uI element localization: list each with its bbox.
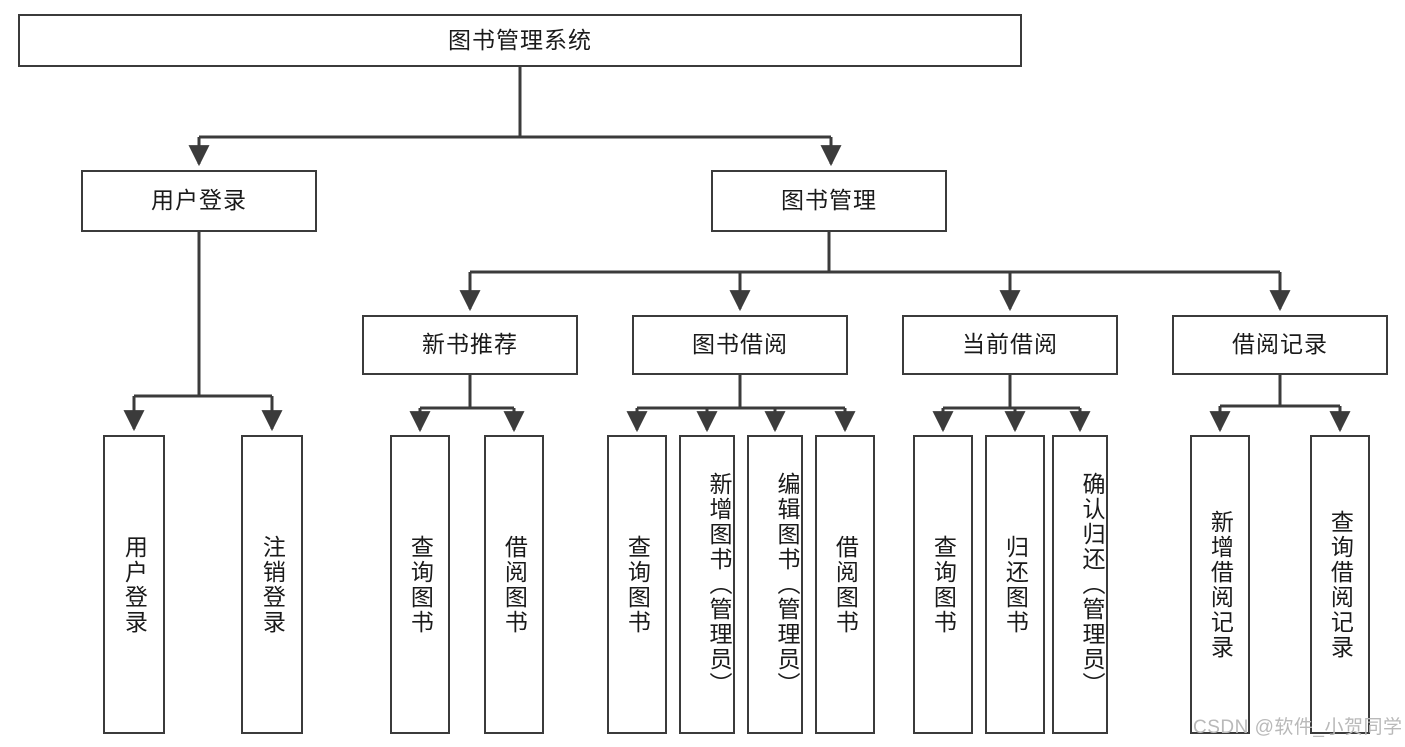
leaf-bb-edit-book-label: 编辑图书（管理员） [774, 472, 800, 697]
leaf-cb-confirm-return[interactable]: 确认归还（管理员） [1052, 435, 1108, 734]
leaf-br-add-record-label: 新增借阅记录 [1207, 509, 1234, 660]
node-current-borrow-label: 当前借阅 [962, 331, 1058, 358]
leaf-bb-query-book-label: 查询图书 [624, 534, 651, 635]
node-book-manage-label: 图书管理 [781, 187, 877, 214]
leaf-cb-return-book-label: 归还图书 [1002, 534, 1029, 635]
leaf-bb-add-book-label: 新增图书（管理员） [706, 472, 732, 697]
leaf-cb-query-book-label: 查询图书 [930, 534, 957, 635]
leaf-cb-query-book[interactable]: 查询图书 [913, 435, 973, 734]
node-root[interactable]: 图书管理系统 [18, 14, 1022, 67]
node-borrow-record[interactable]: 借阅记录 [1172, 315, 1388, 375]
leaf-nbr-query-book[interactable]: 查询图书 [390, 435, 450, 734]
node-book-manage[interactable]: 图书管理 [711, 170, 947, 232]
node-new-book-recommend[interactable]: 新书推荐 [362, 315, 578, 375]
leaf-logout-label: 注销登录 [259, 534, 286, 635]
node-user-login[interactable]: 用户登录 [81, 170, 317, 232]
leaf-bb-query-book[interactable]: 查询图书 [607, 435, 667, 734]
node-new-book-recommend-label: 新书推荐 [422, 331, 518, 358]
leaf-bb-borrow-book[interactable]: 借阅图书 [815, 435, 875, 734]
node-root-label: 图书管理系统 [448, 26, 592, 53]
node-borrow-record-label: 借阅记录 [1232, 331, 1328, 358]
leaf-cb-return-book[interactable]: 归还图书 [985, 435, 1045, 734]
leaf-br-query-record-label: 查询借阅记录 [1327, 509, 1354, 660]
watermark: CSDN @软件_小贺同学 [1193, 717, 1403, 738]
leaf-nbr-query-book-label: 查询图书 [407, 534, 434, 635]
leaf-user-login[interactable]: 用户登录 [103, 435, 165, 734]
leaf-logout[interactable]: 注销登录 [241, 435, 303, 734]
leaf-bb-add-book[interactable]: 新增图书（管理员） [679, 435, 735, 734]
node-book-borrow[interactable]: 图书借阅 [632, 315, 848, 375]
node-user-login-label: 用户登录 [151, 187, 247, 214]
leaf-nbr-borrow-book[interactable]: 借阅图书 [484, 435, 544, 734]
leaf-br-query-record[interactable]: 查询借阅记录 [1310, 435, 1370, 734]
leaf-cb-confirm-return-label: 确认归还（管理员） [1079, 472, 1105, 697]
node-book-borrow-label: 图书借阅 [692, 331, 788, 358]
leaf-nbr-borrow-book-label: 借阅图书 [501, 534, 528, 635]
leaf-bb-edit-book[interactable]: 编辑图书（管理员） [747, 435, 803, 734]
leaf-user-login-label: 用户登录 [121, 534, 148, 635]
node-current-borrow[interactable]: 当前借阅 [902, 315, 1118, 375]
leaf-bb-borrow-book-label: 借阅图书 [832, 534, 859, 635]
leaf-br-add-record[interactable]: 新增借阅记录 [1190, 435, 1250, 734]
